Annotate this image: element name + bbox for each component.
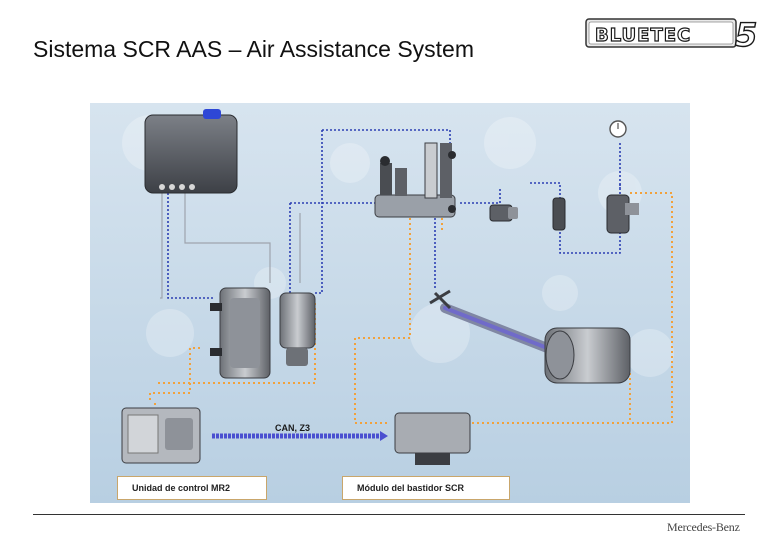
brand-mark: Mercedes-Benz — [667, 520, 740, 534]
aas-diagram: CAN, Z3 Unidad de control MR2 Módulo del… — [90, 103, 690, 503]
footer-divider — [33, 514, 745, 515]
control-unit-mr2 — [121, 407, 201, 464]
dosing-valve-block — [374, 142, 456, 218]
shutoff-valve — [489, 204, 518, 222]
diagram-canvas — [90, 103, 690, 503]
pump-module — [210, 287, 316, 379]
logo-number: 5 — [735, 16, 757, 50]
exhaust-pipe — [429, 289, 565, 358]
sensor-lines — [160, 193, 301, 299]
pressure-valve — [606, 194, 639, 234]
adblue-tank — [144, 109, 238, 194]
control-unit-label: Unidad de control MR2 — [117, 476, 267, 500]
slide-title: Sistema SCR AAS – Air Assistance System — [33, 36, 474, 62]
can-bus-label: CAN, Z3 — [275, 423, 311, 433]
background-bubbles — [122, 115, 674, 377]
pressure-gauge-icon — [609, 120, 627, 138]
scr-module-label: Módulo del bastidor SCR — [342, 476, 510, 500]
scr-catalyst — [544, 327, 631, 384]
air-filter — [552, 197, 566, 231]
logo-text: BLUETEC — [595, 25, 691, 46]
can-bus-arrow — [380, 431, 388, 441]
scr-frame-module — [394, 412, 471, 465]
bluetec-logo: BLUETEC 5 — [585, 16, 758, 50]
